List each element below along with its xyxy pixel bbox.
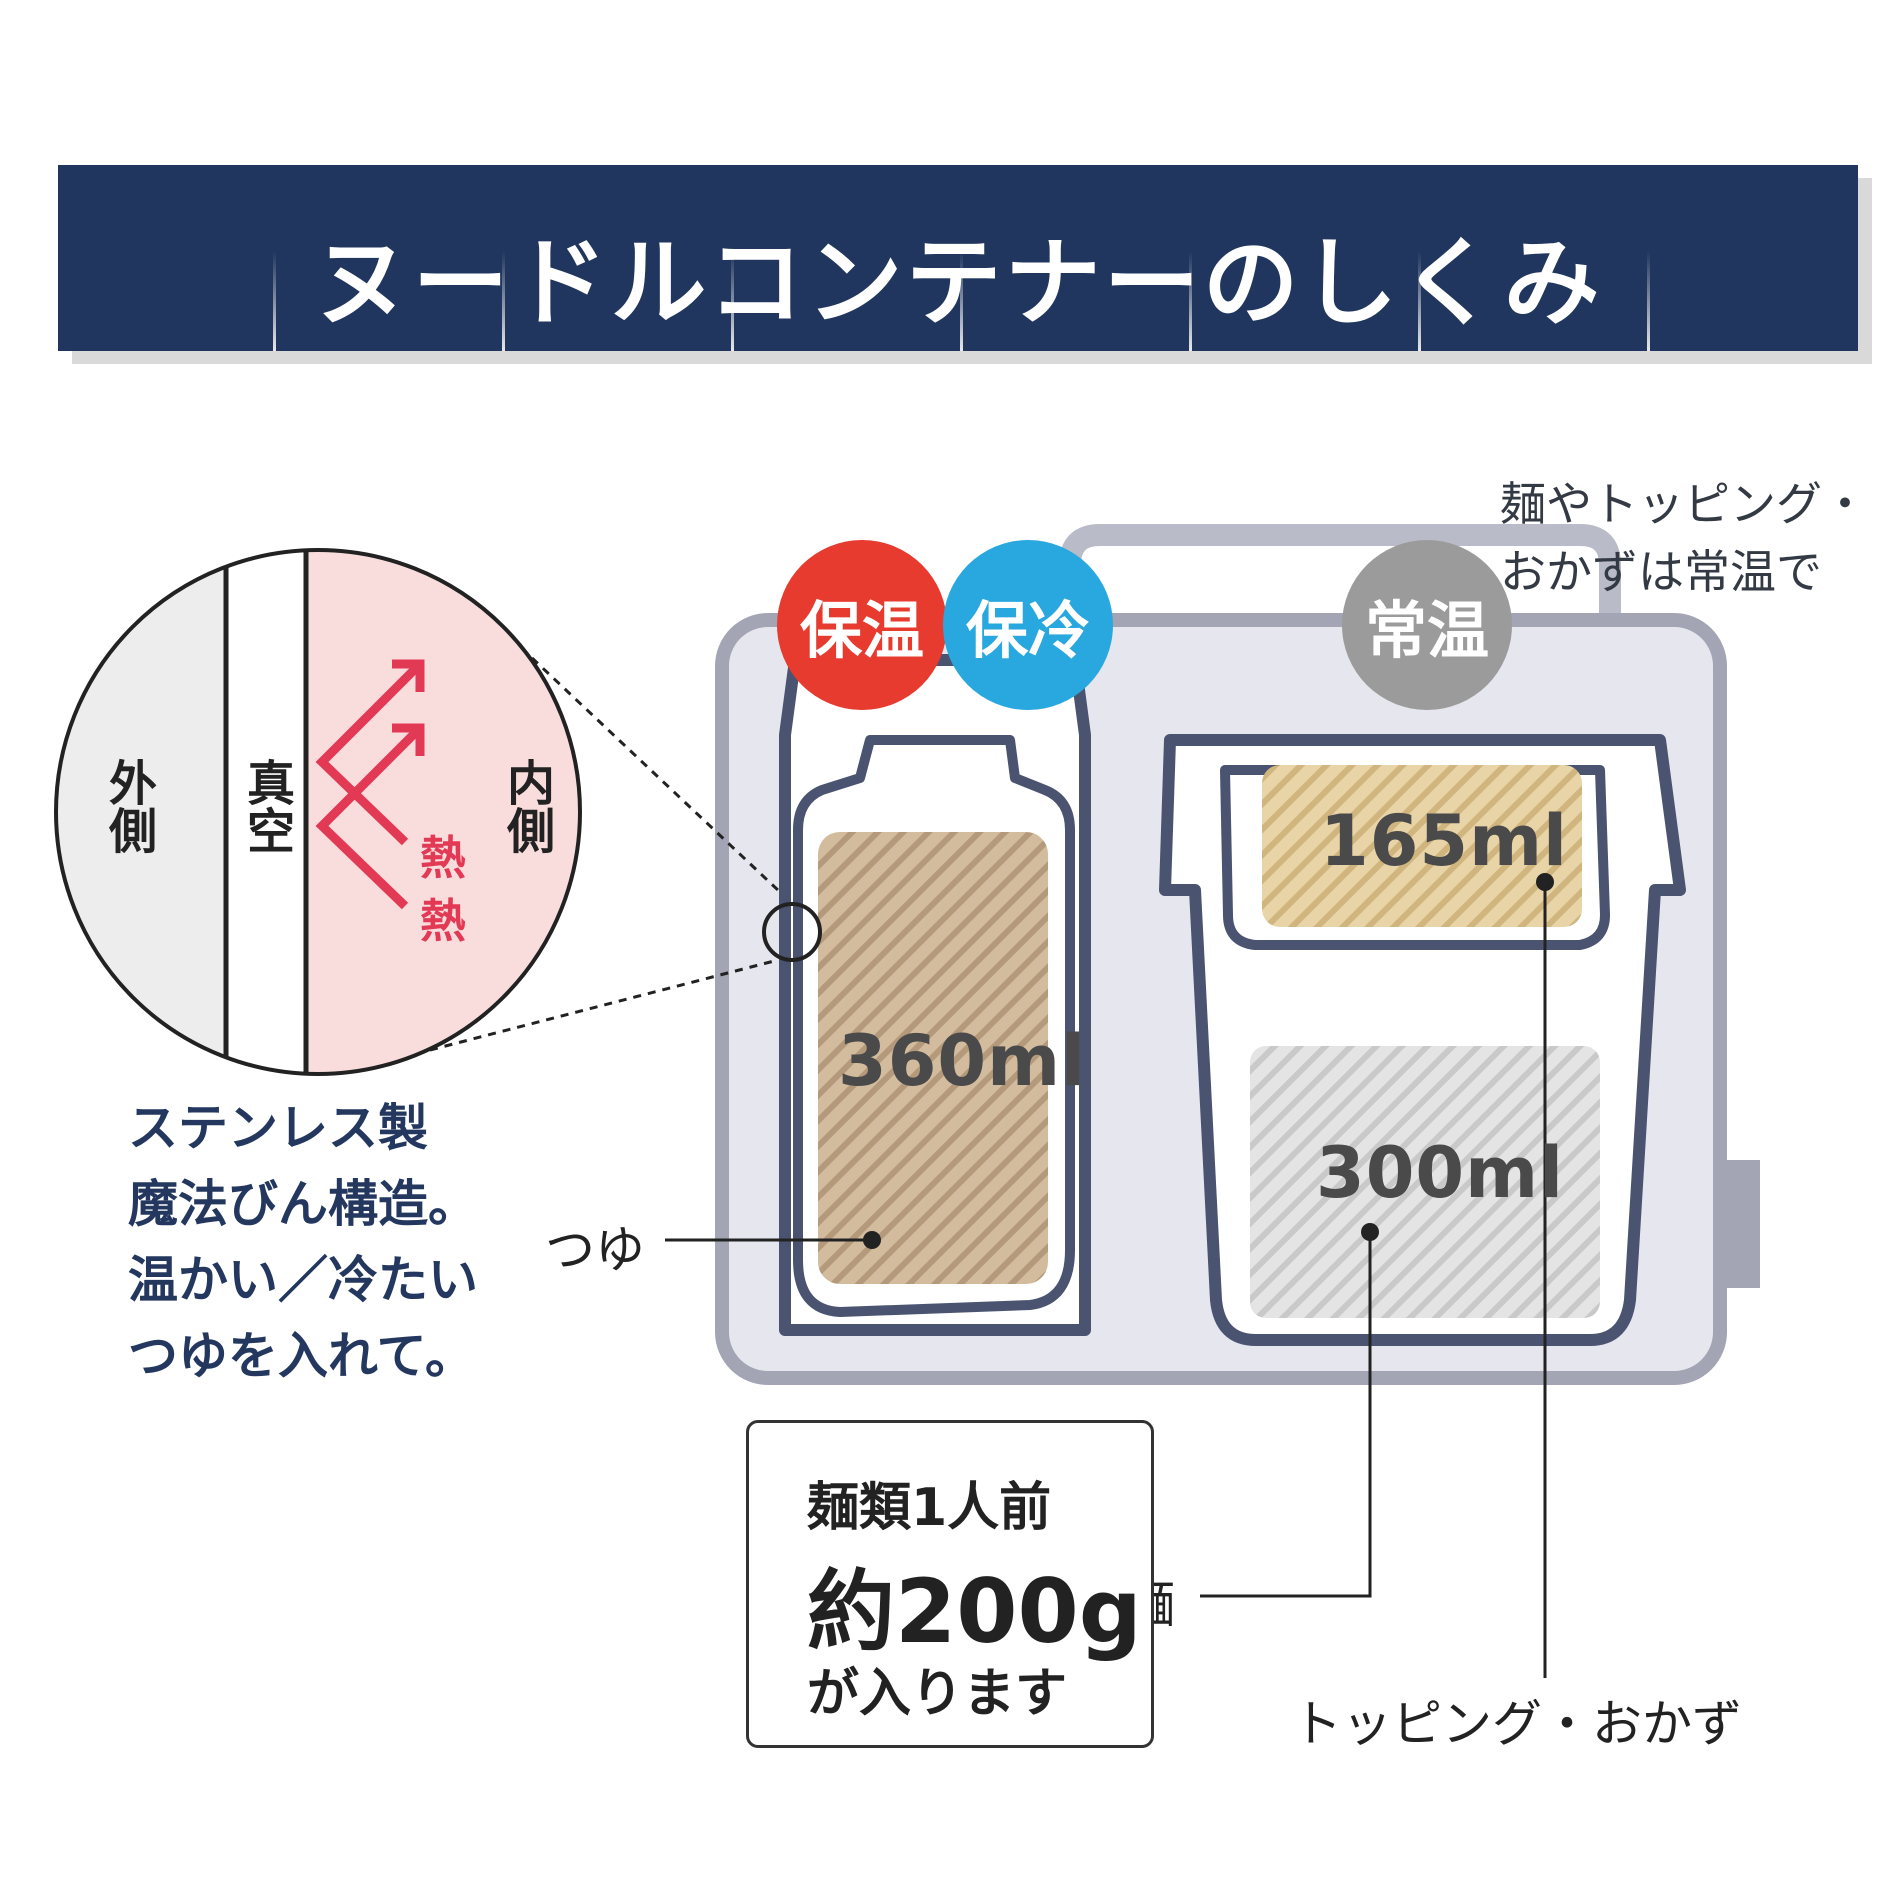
- magnifier-ring: [54, 548, 582, 1076]
- topping-fill: [1262, 765, 1582, 927]
- noodle-volume: 300ml: [1316, 1132, 1565, 1214]
- magnifier-leader: [530, 656, 782, 894]
- inner-wall-label: 内側: [498, 758, 554, 854]
- room-temp-badge: 常温: [1342, 540, 1512, 710]
- keep-warm-badge: 保温: [777, 540, 947, 710]
- soup-fill: [818, 832, 1048, 1284]
- capacity-line-1: 麺類1人前: [807, 1478, 1052, 1538]
- noodle-fill: [1250, 1046, 1600, 1318]
- banner-divider: [731, 251, 734, 351]
- banner-divider: [1189, 251, 1192, 351]
- soup-volume: 360ml: [838, 1020, 1087, 1102]
- description-line: 魔法びん構造。: [128, 1175, 478, 1233]
- page-title: ヌードルコンテナーのしくみ: [313, 227, 1603, 339]
- capacity-line-3: が入ります: [807, 1664, 1068, 1724]
- banner-divider: [273, 251, 276, 351]
- keep-cold-badge: 保冷: [943, 540, 1113, 710]
- topping-volume: 165ml: [1320, 800, 1569, 882]
- description-line: 温かい／冷たい: [128, 1251, 478, 1309]
- topping-label: トッピング・おかず: [1292, 1695, 1742, 1753]
- banner-divider: [1418, 251, 1421, 351]
- heat-label: 熱: [420, 894, 466, 948]
- thermos-description: ステンレス製 魔法びん構造。 温かい／冷たい つゆを入れて。: [128, 1090, 478, 1394]
- capacity-amount: 約200g: [807, 1560, 1142, 1663]
- magnifier-focus-ring: [762, 902, 822, 962]
- banner-divider: [1647, 251, 1650, 351]
- soup-label: つゆ: [545, 1221, 645, 1279]
- room-temp-note-line: 麺やトッピング・: [1500, 477, 1868, 531]
- title-banner: ヌードルコンテナーのしくみ: [58, 165, 1858, 351]
- room-temp-note-line: おかずは常温で: [1500, 545, 1822, 599]
- banner-divider: [502, 251, 505, 351]
- noodle-capacity-box: 麺類1人前 約200g が入ります: [746, 1420, 1154, 1748]
- description-line: つゆを入れて。: [128, 1327, 475, 1385]
- vacuum-layer-label: 真空: [238, 758, 294, 854]
- banner-divider: [960, 251, 963, 351]
- noodle-pointer-line: [1200, 1232, 1372, 1598]
- description-line: ステンレス製: [128, 1099, 428, 1157]
- outer-wall-label: 外側: [100, 758, 156, 854]
- heat-label: 熱: [420, 831, 466, 885]
- room-temp-note: 麺やトッピング・ おかずは常温で: [1500, 470, 1868, 606]
